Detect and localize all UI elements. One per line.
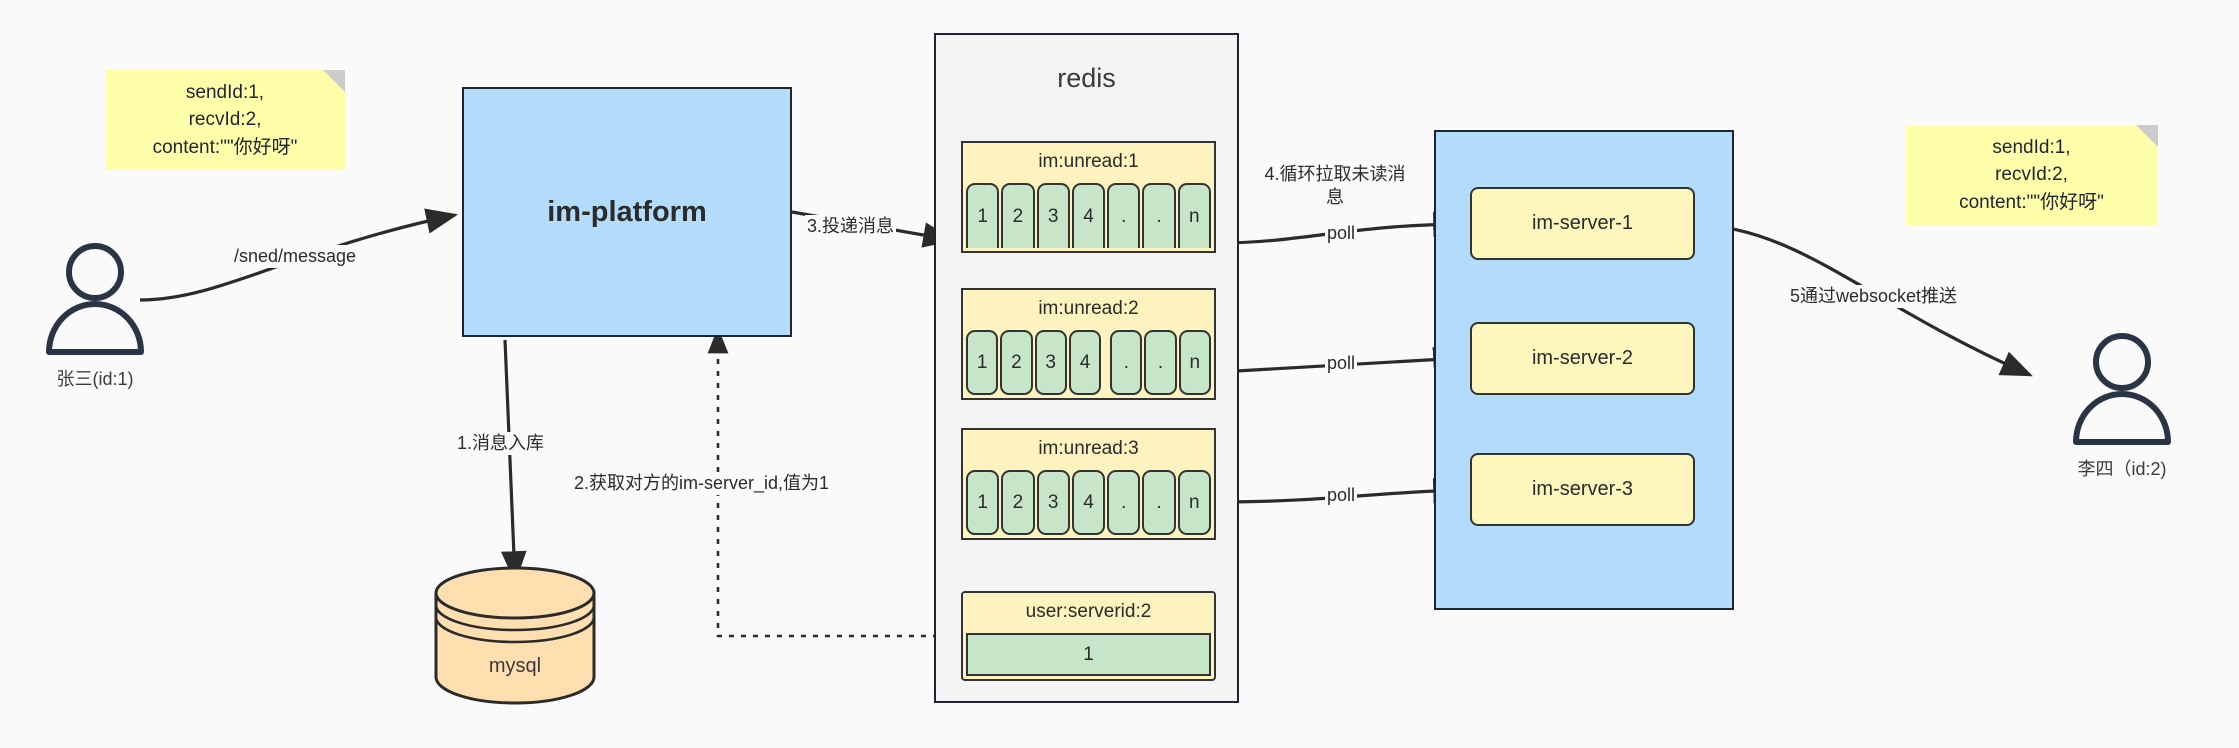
- redis-cell: .: [1142, 183, 1176, 248]
- redis-cell: .: [1107, 183, 1141, 248]
- redis-key-label: im:unread:2: [963, 290, 1214, 328]
- im-platform-label: im-platform: [547, 195, 707, 228]
- redis-cell: 1: [966, 183, 1000, 248]
- edge-label-step2: 2.获取对方的im-server_id,值为1: [572, 472, 832, 496]
- redis-key-user-serverid: user:serverid:2 1: [961, 591, 1216, 681]
- redis-cell: 1: [966, 470, 1000, 535]
- im-server-label: im-server-2: [1531, 347, 1634, 369]
- redis-cell: .: [1107, 470, 1141, 535]
- message-payload-note-right: sendId:1, recvId:2, content:""你好呀": [1905, 125, 2158, 225]
- redis-cell: 3: [1036, 183, 1070, 248]
- edge-label-step3: 3.投递消息: [805, 215, 897, 239]
- redis-title: redis: [1057, 63, 1116, 93]
- note-text: sendId:1, recvId:2, content:""你好呀": [152, 81, 298, 158]
- edge-label-poll-1: poll: [1325, 222, 1358, 246]
- message-payload-note-left: sendId:1, recvId:2, content:""你好呀": [105, 70, 345, 170]
- note-fold-icon: [2136, 125, 2158, 147]
- redis-cell: 1: [966, 330, 999, 395]
- redis-key-value: 1: [966, 633, 1211, 676]
- mysql-label: mysql: [488, 655, 542, 677]
- redis-key-label: im:unread:1: [963, 143, 1214, 181]
- redis-cell: 4: [1068, 330, 1102, 395]
- edge-label-step4: 4.循环拉取未读消 息: [1258, 163, 1412, 210]
- mysql-database: [430, 565, 600, 705]
- redis-cell: n: [1177, 183, 1211, 248]
- redis-cell: 3: [1034, 330, 1067, 395]
- redis-cell: 2: [1000, 330, 1033, 395]
- database-cylinder-icon: [434, 566, 596, 705]
- actor-receiver-caption: 李四（id:2): [2077, 459, 2167, 479]
- redis-cell: 4: [1071, 183, 1106, 248]
- im-server-label: im-server-1: [1531, 212, 1634, 234]
- person-icon: [46, 243, 144, 355]
- redis-key-label: user:serverid:2: [963, 593, 1214, 631]
- actor-sender-caption: 张三(id:1): [56, 369, 134, 389]
- redis-key-group-1: im:unread:1 1 2 3 4 . . n: [961, 141, 1216, 253]
- redis-cell: 3: [1036, 470, 1070, 535]
- redis-cell-row: 1 2 3 4 . . n: [966, 330, 1211, 395]
- im-platform-box[interactable]: im-platform: [462, 87, 792, 337]
- im-server-2-box[interactable]: im-server-2: [1470, 322, 1695, 395]
- redis-key-label: im:unread:3: [963, 430, 1214, 468]
- redis-key-group-2: im:unread:2 1 2 3 4 . . n: [961, 288, 1216, 400]
- redis-cell: n: [1178, 330, 1211, 395]
- redis-cell: 4: [1071, 470, 1106, 535]
- im-server-3-box[interactable]: im-server-3: [1470, 453, 1695, 526]
- person-icon: [2073, 333, 2171, 445]
- edge-label-step5: 5通过websocket推送: [1788, 285, 1960, 309]
- redis-cell: .: [1142, 470, 1176, 535]
- note-fold-icon: [323, 70, 345, 92]
- redis-cell: .: [1144, 330, 1177, 395]
- note-text: sendId:1, recvId:2, content:""你好呀": [1959, 136, 2104, 213]
- im-server-label: im-server-3: [1531, 478, 1634, 500]
- edge-label-step1: 1.消息入库: [455, 432, 547, 456]
- actor-receiver: [2062, 330, 2182, 455]
- redis-cell: 2: [1001, 183, 1035, 248]
- redis-cell: n: [1177, 470, 1211, 535]
- edge-label-send-message: /sned/message: [232, 245, 359, 269]
- redis-key-group-3: im:unread:3 1 2 3 4 . . n: [961, 428, 1216, 540]
- edge-label-poll-2: poll: [1325, 352, 1358, 376]
- edge-label-poll-3: poll: [1325, 484, 1358, 508]
- redis-cell: .: [1110, 330, 1143, 395]
- actor-sender: [35, 240, 155, 365]
- im-server-1-box[interactable]: im-server-1: [1470, 187, 1695, 260]
- redis-cell-row: 1 2 3 4 . . n: [966, 470, 1211, 535]
- redis-cell-row: 1 2 3 4 . . n: [966, 183, 1211, 248]
- redis-cell: 2: [1001, 470, 1035, 535]
